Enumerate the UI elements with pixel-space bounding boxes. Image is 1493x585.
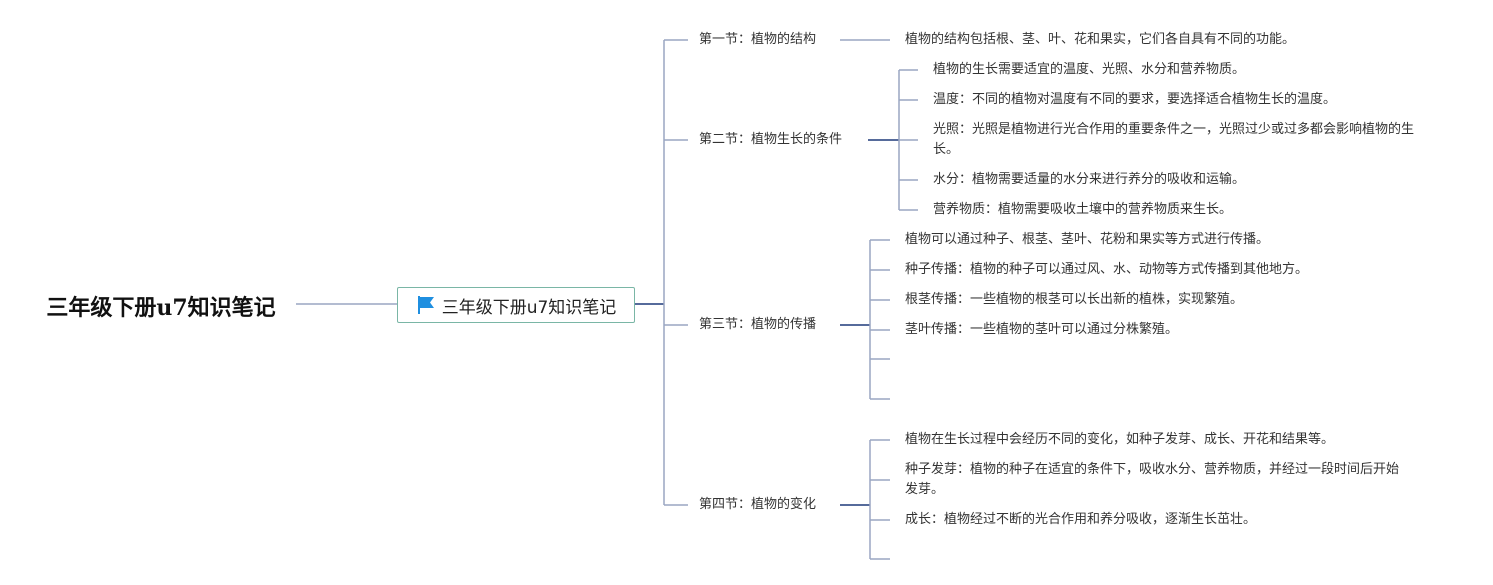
topic-item[interactable]: 营养物质：植物需要吸收土壤中的营养物质来生长。 xyxy=(933,202,1233,217)
topic-item-empty[interactable] xyxy=(905,549,925,569)
topic-item[interactable]: 种子发芽：植物的种子在适宜的条件下，吸收水分、营养物质，并经过一段时间后开始发芽… xyxy=(905,462,1400,497)
topic-item[interactable]: 成长：植物经过不断的光合作用和养分吸收，逐渐生长茁壮。 xyxy=(905,512,1257,527)
topic-item[interactable]: 植物的结构包括根、茎、叶、花和果实，它们各自具有不同的功能。 xyxy=(905,32,1296,47)
topic-item-empty[interactable] xyxy=(905,389,925,409)
section-label[interactable]: 第四节：植物的变化 xyxy=(699,497,817,512)
section-label[interactable]: 第三节：植物的传播 xyxy=(699,317,817,332)
root-topic-title: 三年级下册u7知识笔记 xyxy=(46,295,276,321)
topic-item-empty[interactable] xyxy=(905,349,925,369)
central-topic[interactable]: 三年级下册u7知识笔记 xyxy=(397,287,635,323)
topic-item[interactable]: 茎叶传播：一些植物的茎叶可以通过分株繁殖。 xyxy=(905,322,1179,337)
topic-item[interactable]: 根茎传播：一些植物的根茎可以长出新的植株，实现繁殖。 xyxy=(905,292,1244,307)
topic-item[interactable]: 光照：光照是植物进行光合作用的重要条件之一，光照过少或过多都会影响植物的生长。 xyxy=(933,122,1415,157)
section-label[interactable]: 第一节：植物的结构 xyxy=(699,32,817,47)
root-topic[interactable]: 三年级下册u7知识笔记 xyxy=(26,284,296,328)
topic-item[interactable]: 植物在生长过程中会经历不同的变化，如种子发芽、成长、开花和结果等。 xyxy=(905,432,1335,447)
flag-icon xyxy=(417,296,434,314)
topic-item[interactable]: 植物可以通过种子、根茎、茎叶、花粉和果实等方式进行传播。 xyxy=(905,232,1270,247)
central-topic-title: 三年级下册u7知识笔记 xyxy=(441,297,617,318)
topic-item[interactable]: 水分：植物需要适量的水分来进行养分的吸收和运输。 xyxy=(933,172,1246,187)
topic-item[interactable]: 温度：不同的植物对温度有不同的要求，要选择适合植物生长的温度。 xyxy=(933,92,1337,107)
topic-item[interactable]: 种子传播：植物的种子可以通过风、水、动物等方式传播到其他地方。 xyxy=(905,262,1309,277)
topic-item[interactable]: 植物的生长需要适宜的温度、光照、水分和营养物质。 xyxy=(933,62,1246,77)
section-label[interactable]: 第二节：植物生长的条件 xyxy=(699,132,843,147)
